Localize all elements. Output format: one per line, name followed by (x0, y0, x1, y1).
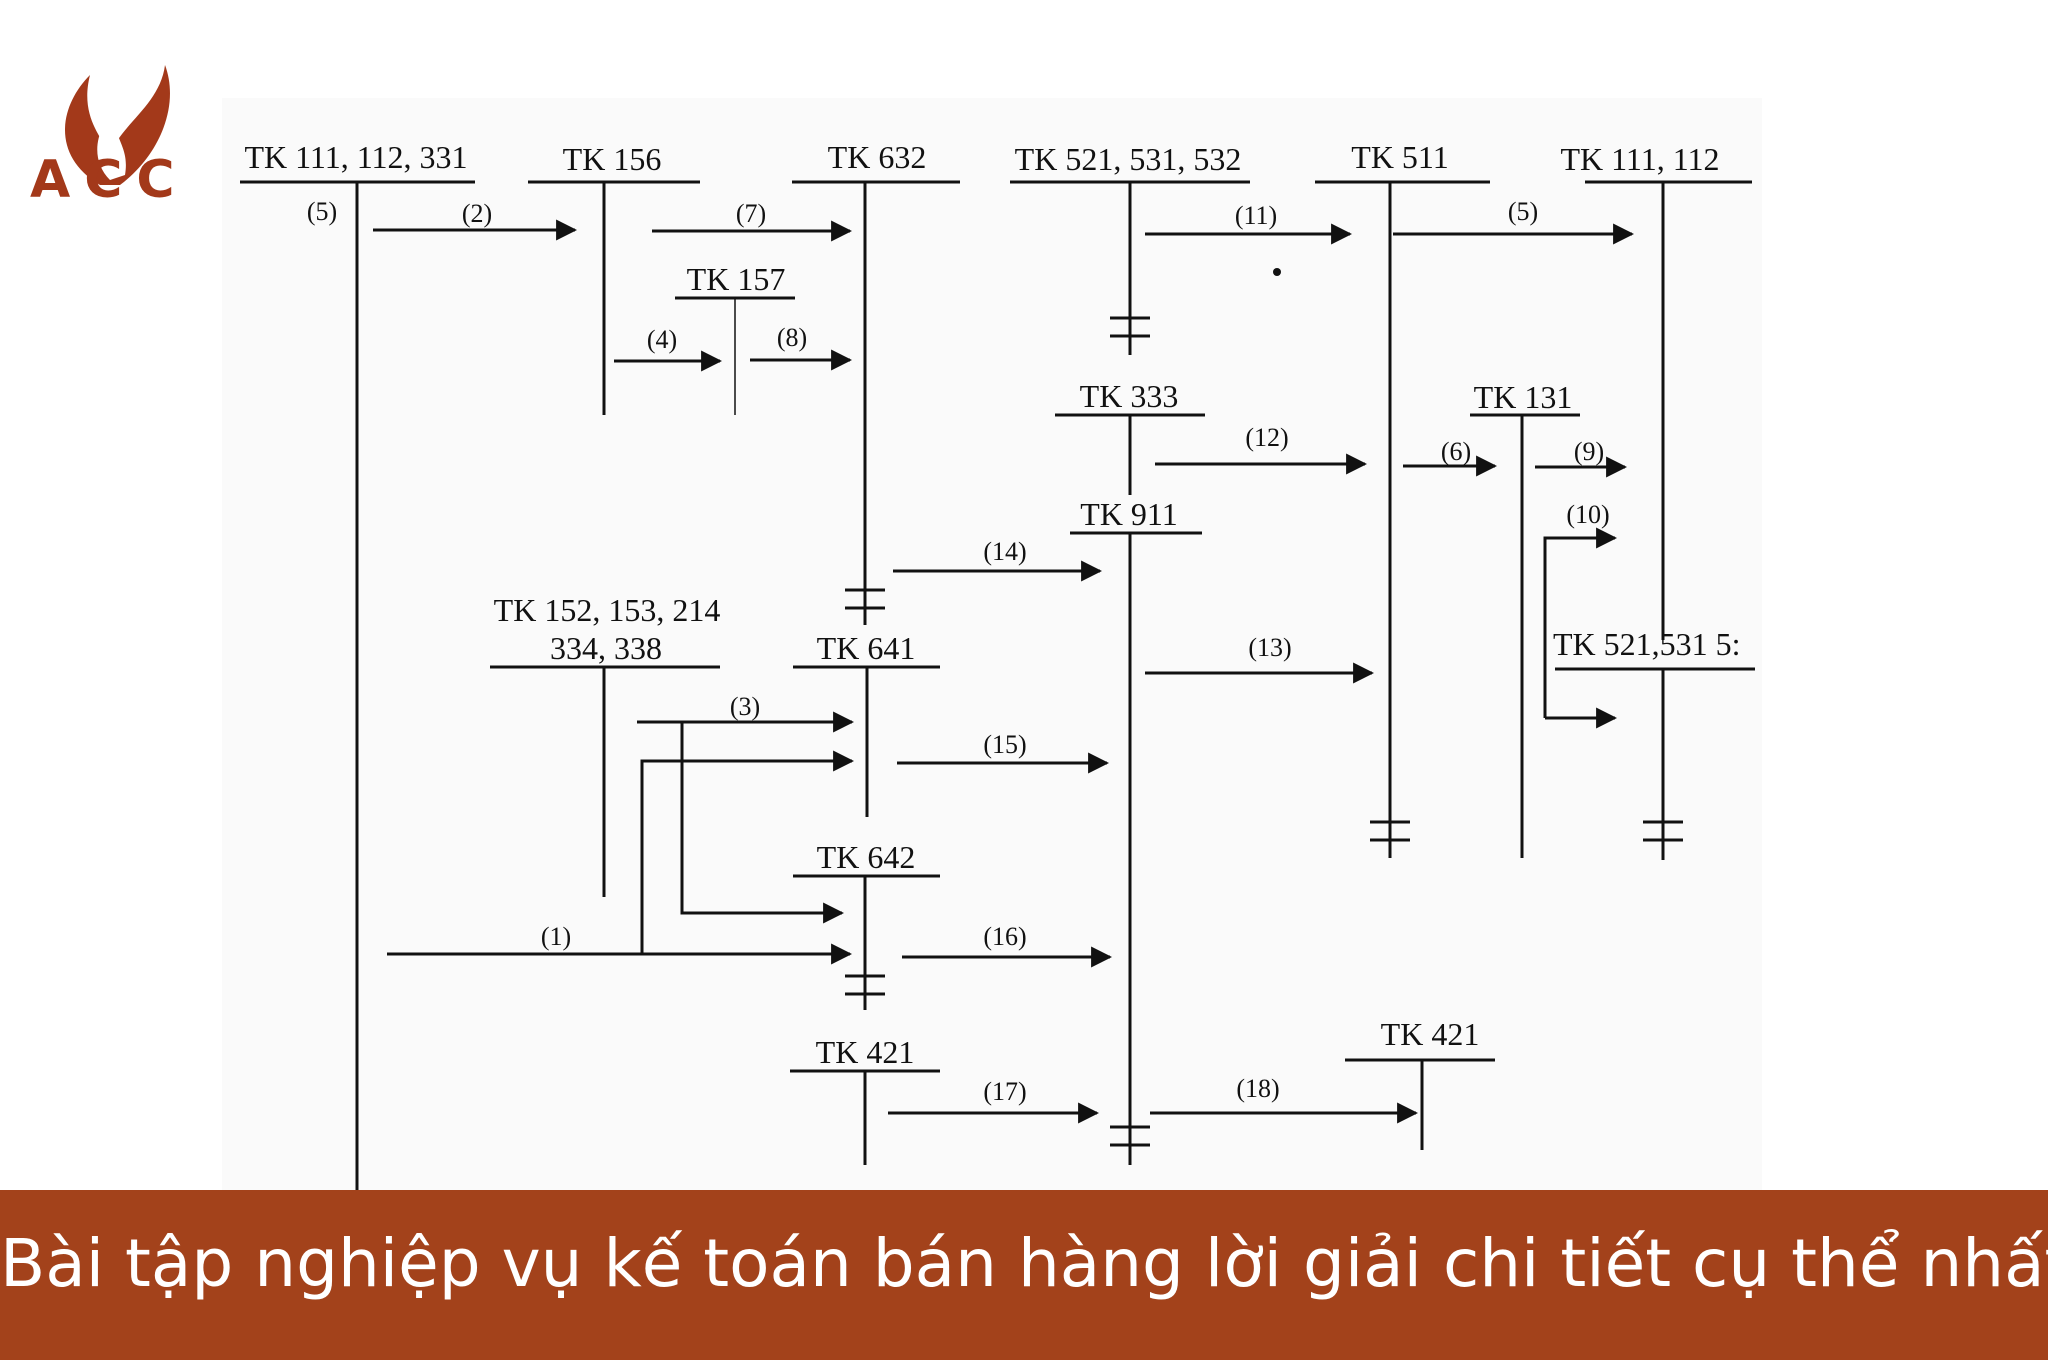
step-label-10: (10) (1566, 500, 1609, 529)
arrow-3-branch-641 (640, 750, 855, 954)
label-tk-911: TK 911 (1080, 496, 1177, 532)
step-label-4: (4) (647, 325, 677, 354)
step-label-5-right: (5) (1508, 197, 1538, 226)
step-label-12: (12) (1245, 423, 1288, 452)
closing-mark-tk-521-right (1643, 820, 1683, 842)
step-label-1: (1) (541, 922, 571, 951)
step-label-11: (11) (1235, 201, 1277, 230)
flame-icon-outer (65, 65, 170, 185)
diagram-panel (222, 98, 1762, 1190)
arrow-10-top (1543, 527, 1618, 718)
step-label-17: (17) (983, 1077, 1026, 1106)
step-label-13: (13) (1248, 633, 1291, 662)
closing-mark-tk-511 (1370, 820, 1410, 842)
label-tk-131: TK 131 (1474, 379, 1573, 415)
closing-mark-tk-642 (845, 974, 885, 996)
label-tk-641: TK 641 (817, 630, 916, 666)
step-label-9: (9) (1574, 437, 1604, 466)
label-tk-111-112-331: TK 111, 112, 331 (244, 139, 467, 175)
label-tk-152-group-line1: TK 152, 153, 214 (494, 592, 721, 628)
step-label-7: (7) (736, 199, 766, 228)
stray-mark (1273, 268, 1281, 276)
label-tk-157: TK 157 (687, 261, 786, 297)
label-tk-521-right: TK 521,531 5: (1553, 626, 1741, 662)
label-tk-421-left: TK 421 (816, 1034, 915, 1070)
step-label-16: (16) (983, 922, 1026, 951)
label-tk-642: TK 642 (817, 839, 916, 875)
step-label-14: (14) (983, 537, 1026, 566)
label-tk-152-group-line2: 334, 338 (550, 630, 662, 666)
label-tk-421-right: TK 421 (1381, 1016, 1480, 1052)
step-label-3: (3) (730, 692, 760, 721)
step-label-5-left: (5) (307, 197, 337, 226)
flame-icon-inner (97, 110, 126, 180)
step-label-6: (6) (1441, 437, 1471, 466)
footer-title: Bài tập nghiệp vụ kế toán bán hàng lời g… (0, 1225, 2048, 1302)
label-tk-521-top: TK 521, 531, 532 (1015, 141, 1242, 177)
label-tk-111-112: TK 111, 112 (1560, 141, 1719, 177)
label-tk-632: TK 632 (828, 139, 927, 175)
label-tk-333: TK 333 (1080, 378, 1179, 414)
step-label-8: (8) (777, 323, 807, 352)
closing-mark-tk-632 (845, 588, 885, 610)
acc-logo-flame-icon (65, 65, 170, 185)
logo-text: ACC (30, 150, 189, 210)
step-label-15: (15) (983, 730, 1026, 759)
closing-mark-tk-521-top (1110, 316, 1150, 338)
label-tk-156: TK 156 (563, 141, 662, 177)
closing-mark-tk-911 (1110, 1125, 1150, 1147)
footer-banner (0, 1190, 2048, 1360)
step-label-2: (2) (462, 199, 492, 228)
step-label-18: (18) (1236, 1074, 1279, 1103)
arrow-3-branch-642 (680, 722, 845, 924)
label-tk-511: TK 511 (1351, 139, 1448, 175)
